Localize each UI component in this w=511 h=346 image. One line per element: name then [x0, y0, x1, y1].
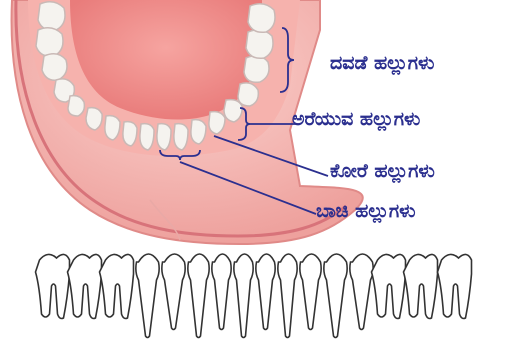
arch-tooth: [174, 124, 188, 150]
tooth: [188, 254, 209, 338]
arch-tooth: [246, 30, 273, 59]
tooth: [136, 254, 159, 338]
tooth: [36, 254, 70, 318]
arch-tooth: [140, 124, 154, 150]
arch-tooth: [42, 54, 67, 81]
arch-tooth: [36, 28, 63, 57]
arch-tooth: [68, 96, 84, 116]
tooth: [212, 254, 231, 330]
tooth: [234, 254, 253, 338]
arch-tooth: [238, 83, 258, 106]
tooth: [372, 254, 406, 318]
tooth: [438, 254, 472, 318]
label-incisors: ಬಾಚಿ ಹಲ್ಲುಗಳು: [316, 200, 416, 222]
tooth: [404, 254, 438, 318]
arch-tooth: [157, 124, 171, 150]
arch-tooth: [86, 108, 102, 130]
arch-tooth: [248, 4, 275, 33]
tooth: [350, 254, 373, 330]
tooth: [256, 254, 275, 330]
label-molars: ದವಡೆ ಹಲ್ಲುಗಳು: [330, 52, 434, 74]
arch-tooth: [38, 2, 65, 31]
tooth: [68, 254, 102, 318]
tooth: [162, 254, 185, 330]
tooth: [278, 254, 297, 338]
label-premolars: ಅರೆಯುವ ಹಲ್ಲುಗಳು: [292, 108, 420, 130]
tooth: [324, 254, 347, 338]
tooth: [300, 254, 321, 330]
arch-tooth: [123, 122, 137, 146]
label-canines: ಕೋರೆ ಹಲ್ಲುಗಳು: [330, 160, 435, 182]
arch-tooth: [244, 56, 269, 83]
teeth-row: [36, 254, 472, 338]
tooth: [100, 254, 134, 318]
